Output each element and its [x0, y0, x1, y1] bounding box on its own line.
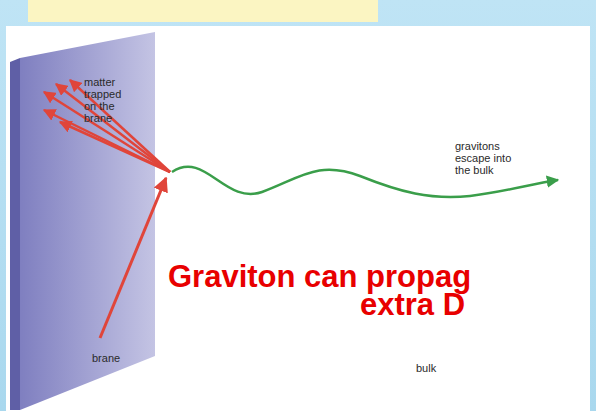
region-label: bulk [416, 362, 436, 374]
incoming-arrow [100, 178, 166, 338]
annotation-label: matter trapped on the brane [84, 76, 136, 124]
headline-text: extra D [360, 288, 465, 322]
region-label: brane [92, 352, 120, 364]
brane-edge [10, 58, 20, 410]
brane-plane [20, 32, 155, 410]
header-strip [28, 0, 378, 22]
white-panel [6, 26, 590, 411]
annotation-label: gravitons escape into the bulk [455, 140, 519, 176]
graviton-wave [172, 167, 558, 197]
